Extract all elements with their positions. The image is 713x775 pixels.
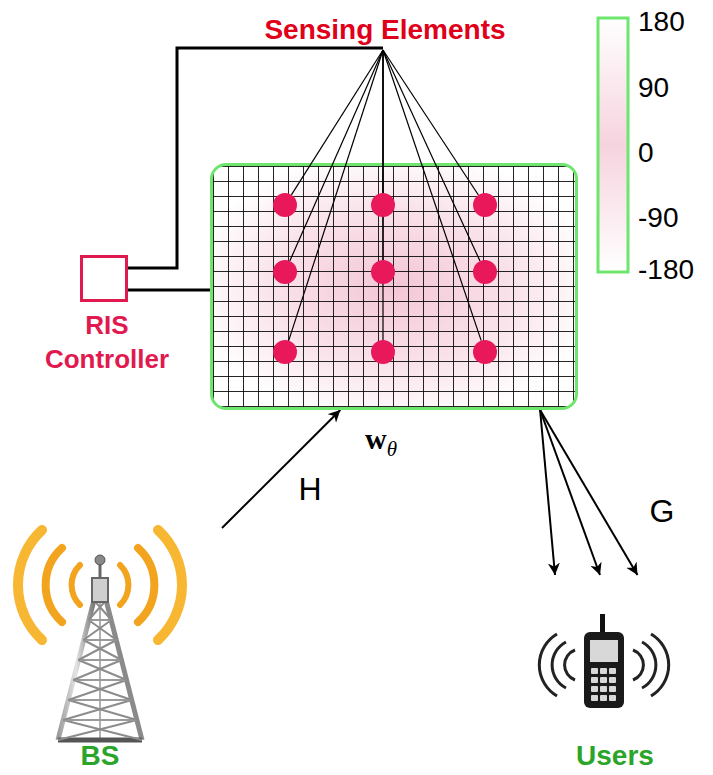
node-label: BS bbox=[81, 738, 120, 774]
phone-key bbox=[591, 677, 598, 683]
phone-key bbox=[591, 668, 598, 674]
phone-key bbox=[600, 677, 607, 683]
node-label: Users bbox=[576, 738, 654, 774]
ris-controller: RIS Controller bbox=[80, 255, 128, 302]
channel-arrow bbox=[222, 410, 340, 528]
phone-key bbox=[600, 668, 607, 674]
phone-key bbox=[609, 677, 616, 683]
phone-key bbox=[609, 668, 616, 674]
ris-panel: wθ bbox=[210, 163, 578, 410]
colorbar-tick: 180 bbox=[638, 4, 685, 40]
colorbar-tick: -180 bbox=[638, 252, 694, 288]
channel-label: H bbox=[296, 469, 323, 511]
channel-label: G bbox=[648, 491, 677, 533]
colorbar-tick: 0 bbox=[638, 135, 654, 171]
tower-brace bbox=[94, 600, 112, 620]
phone-key bbox=[600, 695, 607, 701]
tower-brace bbox=[89, 600, 107, 620]
users: Users bbox=[540, 575, 690, 770]
math-subscript: θ bbox=[387, 437, 397, 461]
sensing-label: Sensing Elements bbox=[264, 12, 505, 48]
tower-brace bbox=[63, 720, 142, 740]
channel-arrow bbox=[540, 410, 555, 575]
phone-waves bbox=[539, 634, 668, 696]
control-wire bbox=[128, 289, 210, 292]
phone-key bbox=[591, 686, 598, 692]
tower-rung bbox=[63, 719, 137, 721]
phone-key bbox=[591, 695, 598, 701]
tower-brace bbox=[73, 680, 132, 700]
tower-brace bbox=[58, 720, 137, 740]
bs-tower bbox=[58, 555, 142, 740]
tower-brace bbox=[63, 700, 132, 720]
phone-key bbox=[609, 695, 616, 701]
node-label: RIS Controller bbox=[32, 309, 182, 377]
phone-key bbox=[600, 686, 607, 692]
tower-rung bbox=[68, 699, 132, 701]
channel-arrow bbox=[540, 410, 637, 575]
colorbar bbox=[598, 18, 628, 272]
tower-rung bbox=[78, 659, 121, 661]
tower-rung bbox=[89, 619, 112, 621]
tower-brace bbox=[84, 640, 122, 660]
colorbar-tick: 90 bbox=[638, 70, 669, 106]
tower-brace bbox=[78, 660, 126, 680]
node-label: wθ bbox=[365, 419, 397, 463]
tower-brace bbox=[73, 660, 121, 680]
base-station: BS bbox=[10, 528, 222, 770]
phone-key bbox=[609, 686, 616, 692]
tower-brace bbox=[68, 680, 127, 700]
channel-arrow bbox=[540, 410, 600, 575]
tower-rung bbox=[84, 639, 117, 641]
math-symbol: w bbox=[365, 422, 387, 455]
phone-icon bbox=[584, 614, 624, 708]
colorbar-tick: -90 bbox=[638, 200, 678, 236]
tower-rung bbox=[94, 599, 107, 601]
tower-brace bbox=[68, 700, 137, 720]
tower-brace bbox=[84, 620, 112, 640]
tower-brace bbox=[78, 640, 116, 660]
tower-rung bbox=[73, 679, 126, 681]
tower-brace bbox=[89, 620, 117, 640]
radio-waves bbox=[18, 530, 182, 640]
